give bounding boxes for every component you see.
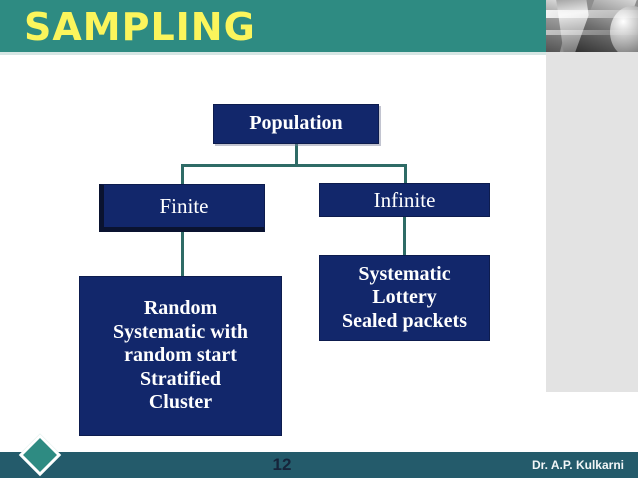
node-infinite-line-0: Infinite [373,187,436,212]
connector-to-infinite [404,164,407,185]
node-infinite-methods-line-0: Systematic [358,262,451,285]
node-infinite: Infinite [319,183,490,217]
node-finite-methods-line-1: Systematic with [113,320,248,343]
footer-bar [0,452,638,478]
node-finite-methods-line-3: Stratified [139,367,222,390]
node-finite-methods-line-4: Cluster [148,391,213,414]
node-population-line-0: Population [249,112,343,135]
connector-horizontal-split [181,164,407,167]
node-infinite-methods-line-1: Lottery [372,286,437,309]
decorative-image [546,0,638,52]
footer-divider [546,450,638,452]
side-panel [546,52,638,392]
node-infinite-methods-line-2: Sealed packets [342,309,467,332]
connector-population-down [295,144,298,166]
connector-finite-to-methods [181,232,184,277]
connector-infinite-to-methods [403,217,406,256]
node-finite-line-0: Finite [159,193,209,218]
node-population: Population [213,104,379,144]
node-finite-methods-line-2: random start [124,344,237,367]
page-number: 12 [272,455,292,474]
node-finite-methods-line-0: Random [143,297,218,320]
node-finite-methods: Random Systematic with random start Stra… [79,276,282,436]
node-finite: Finite [99,184,265,232]
footer-author: Dr. A.P. Kulkarni [531,458,624,472]
header-bar [0,0,638,52]
header-underline [0,52,546,55]
page-title: SAMPLING [24,5,256,49]
node-infinite-methods: Systematic Lottery Sealed packets [319,255,490,341]
connector-to-finite [181,164,184,186]
